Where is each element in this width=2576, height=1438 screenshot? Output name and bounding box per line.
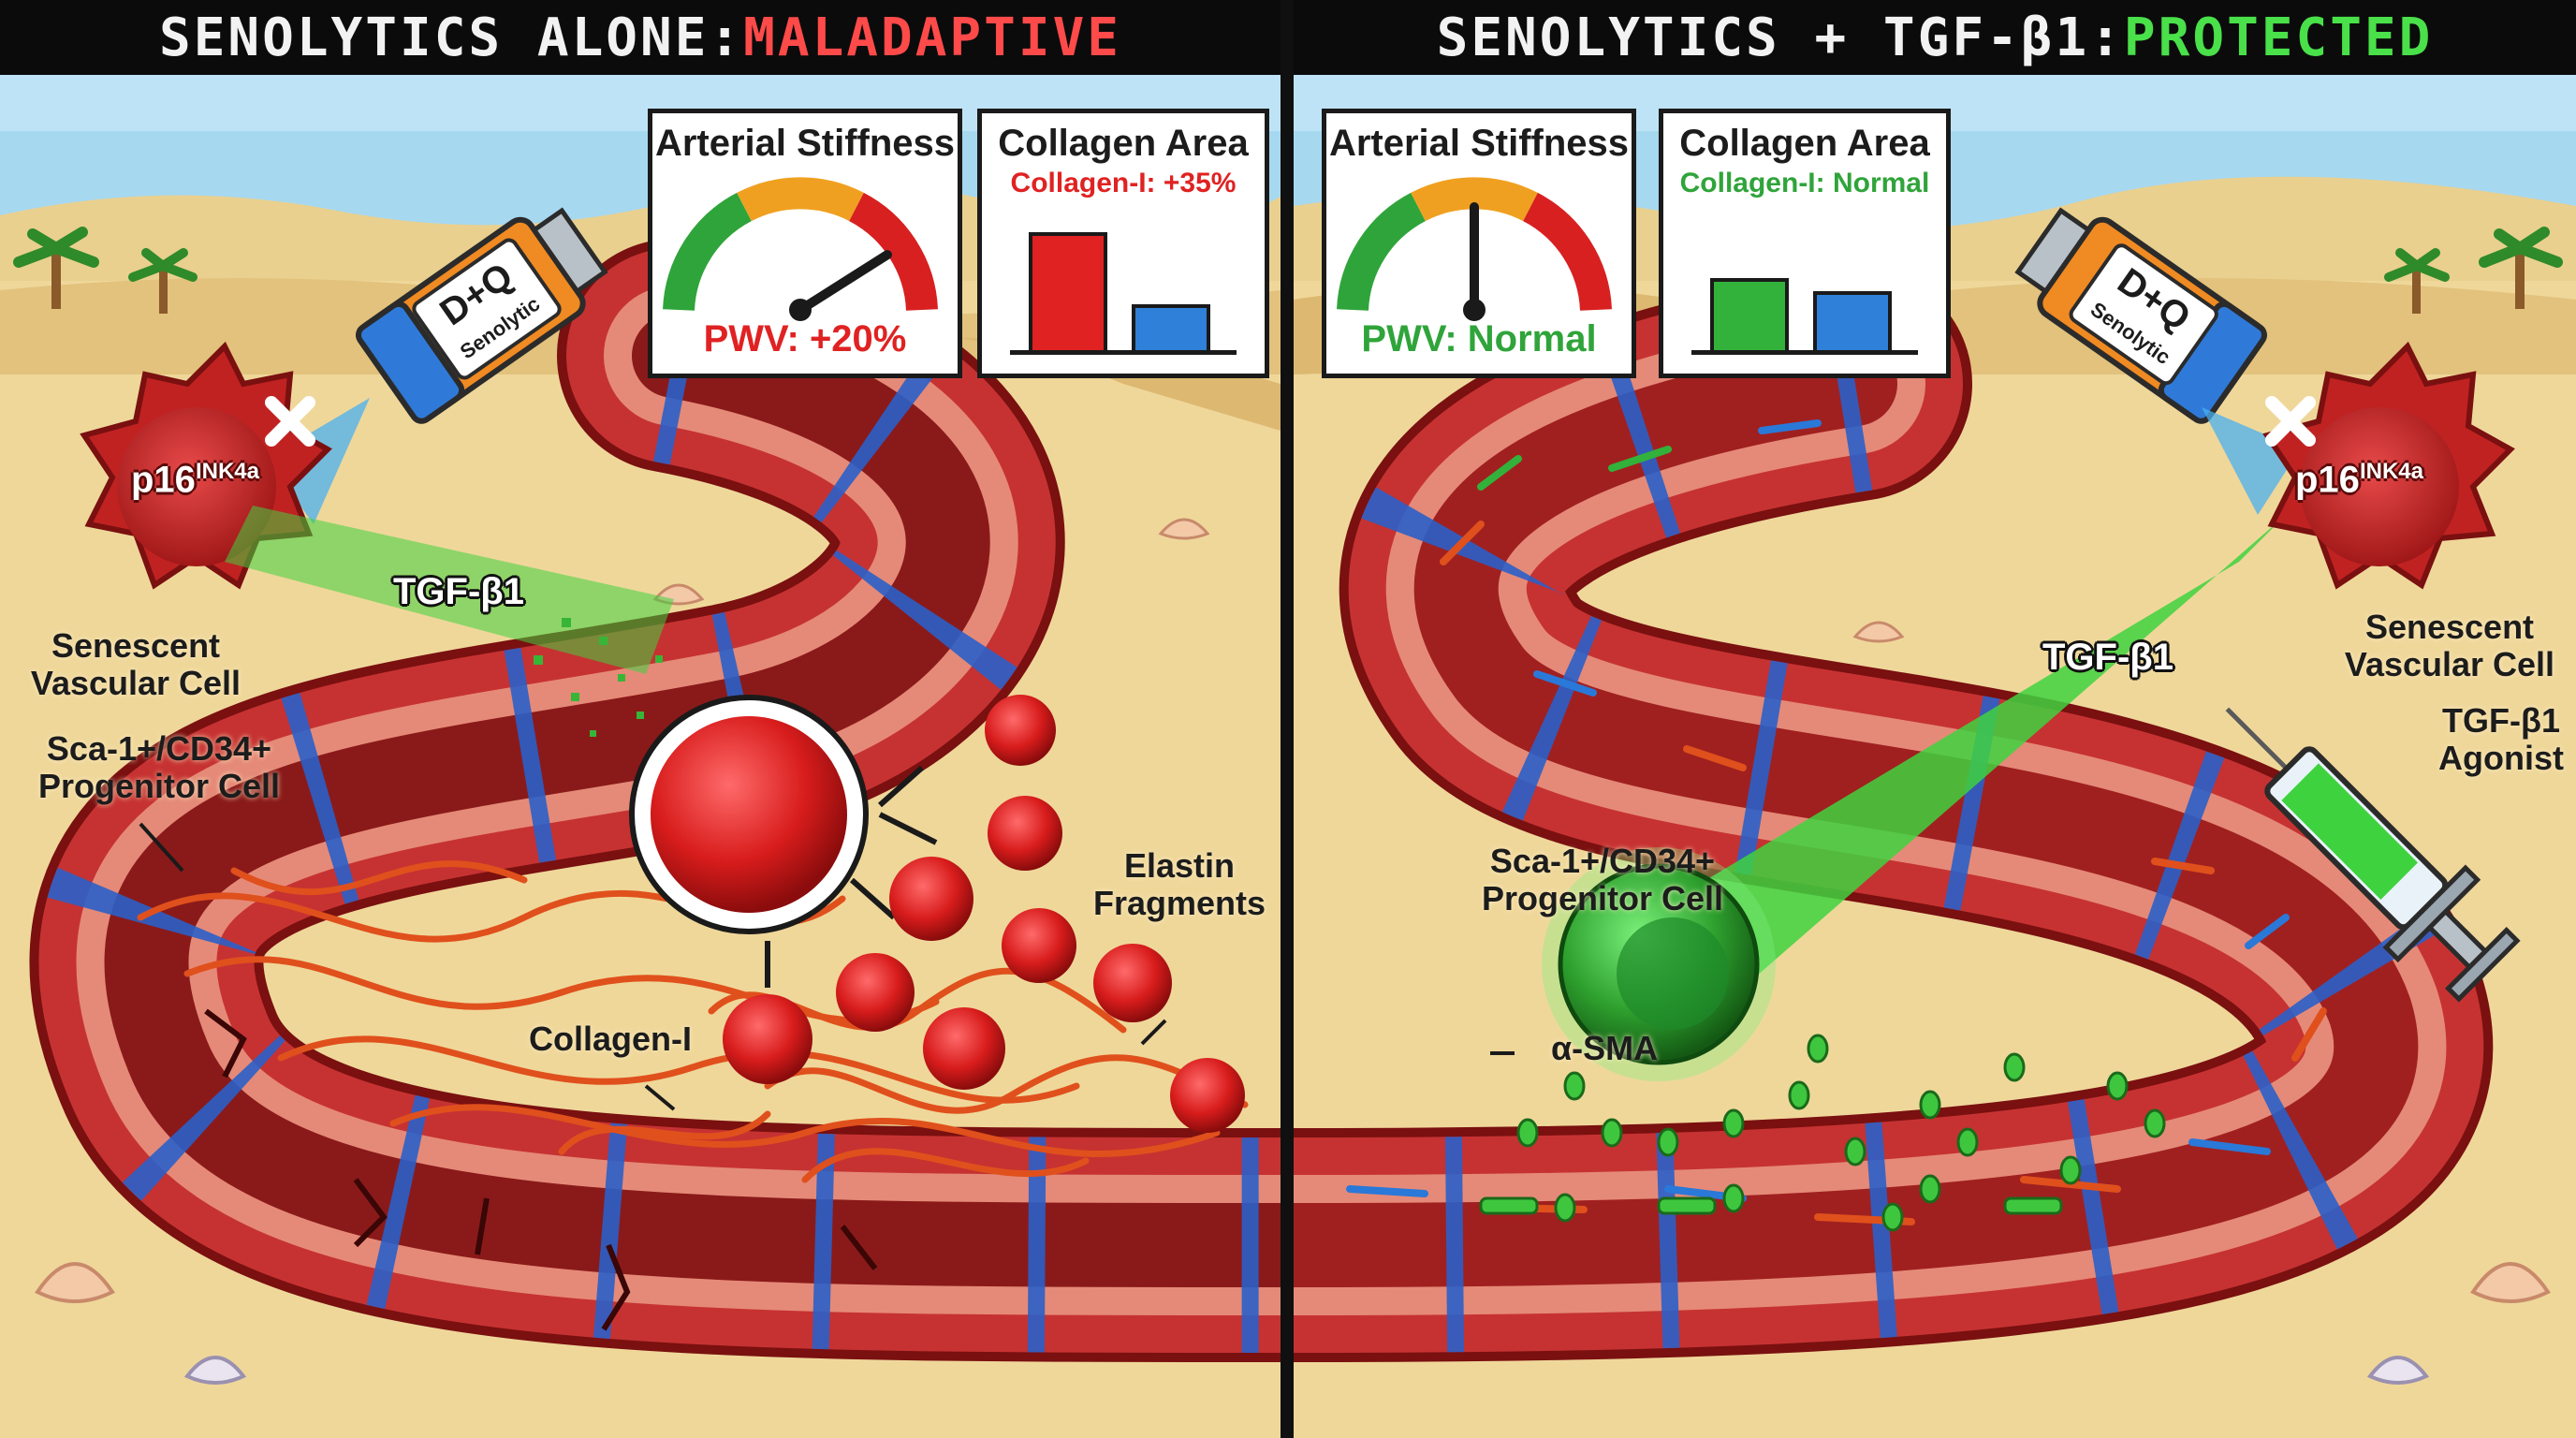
artery-vessel (29, 239, 1281, 1362)
elastin-label-left: Elastin Fragments (1092, 846, 1266, 923)
collagen-bars-left (1010, 207, 1237, 355)
tgf-label-left: TGF-β1 (393, 571, 524, 612)
syringe-icon (2225, 707, 2521, 1003)
progenitor-cell-icon (1542, 847, 1776, 1081)
spray (2202, 407, 2300, 515)
left-header: SENOLYTICS ALONE: MALADAPTIVE (0, 0, 1281, 75)
senescent-cell-icon (2262, 341, 2515, 590)
collagen-area-panel-left: Collagen Area Collagen-I: +35% (977, 109, 1269, 378)
collagen-bar (1813, 291, 1892, 350)
collagen-bar (1132, 304, 1210, 350)
collagen-bars-right (1691, 207, 1918, 355)
progenitor-label-left: Sca-1+/CD34+ Progenitor Cell (37, 729, 281, 806)
drug-bottle-icon: D+Q Senolytic (356, 207, 608, 424)
right-header-prefix: SENOLYTICS + TGF-β1: (1436, 7, 2124, 68)
asma-label-right: α-SMA (1551, 1029, 1659, 1067)
collagen-area-panel-right: Collagen Area Collagen-I: Normal (1659, 109, 1951, 378)
stiffness-gauge-right (1337, 177, 1612, 321)
left-header-prefix: SENOLYTICS ALONE: (158, 7, 744, 68)
right-scene: D+Q Senolytic (1294, 75, 2576, 1438)
stiffness-value-left: PWV: +20% (703, 318, 907, 360)
left-scene: D+Q Senolytic (0, 75, 1281, 1438)
panel-divider (1281, 0, 1294, 1438)
progenitor-cell-icon (629, 695, 869, 934)
arterial-stiffness-panel-left: Arterial Stiffness PWV: +20% (648, 109, 962, 378)
palm-tree-icon (2384, 227, 2563, 314)
right-scene-art: D+Q Senolytic (1294, 75, 2576, 1438)
blocked-x-icon (265, 396, 315, 447)
senescent-label-left: Senescent Vascular Cell (30, 626, 242, 703)
left-scene-art: D+Q Senolytic (0, 75, 1281, 1438)
tgf-beam-left (225, 506, 674, 674)
p16-marker-left: p16INK4a (131, 459, 259, 501)
drug-bottle-icon: D+Q Senolytic (2014, 207, 2267, 424)
collagen-bar (1029, 232, 1107, 350)
blocked-x-icon (2265, 396, 2316, 447)
agonist-label-right: TGF-β1 Agonist (2438, 701, 2564, 778)
collagen-title-left: Collagen Area (998, 123, 1249, 164)
tgf-beam-right (1612, 515, 2286, 1020)
palm-tree-icon (13, 227, 198, 314)
tgf-particles (534, 618, 663, 737)
progenitor-label-right: Sca-1+/CD34+ Progenitor Cell (1481, 842, 1724, 918)
stiffness-value-right: PWV: Normal (1361, 318, 1597, 360)
collagen-label-left: Collagen-I (529, 1020, 693, 1058)
right-header: SENOLYTICS + TGF-β1: PROTECTED (1294, 0, 2576, 75)
right-header-status: PROTECTED (2123, 7, 2434, 68)
collagen-bar (1710, 278, 1789, 350)
stiffness-title-left: Arterial Stiffness (654, 123, 956, 164)
p16-marker-right: p16INK4a (2295, 459, 2423, 501)
leader-lines (139, 822, 1167, 1111)
collagen-subtitle-left: Collagen-I: +35% (1010, 168, 1237, 198)
stiffness-title-right: Arterial Stiffness (1328, 123, 1630, 164)
left-header-status: MALADAPTIVE (743, 7, 1122, 68)
seashell-icon (1383, 589, 2551, 1385)
differentiation-arrows (765, 765, 938, 988)
senescent-label-right: Senescent Vascular Cell (2344, 608, 2555, 684)
tgf-label-right: TGF-β1 (2042, 637, 2174, 678)
collagen-subtitle-right: Collagen-I: Normal (1679, 168, 1930, 198)
collagen-title-right: Collagen Area (1679, 123, 1930, 164)
arterial-stiffness-panel-right: Arterial Stiffness PWV: Normal (1322, 109, 1636, 378)
myofibroblast-cells (723, 695, 1245, 1133)
stiffness-gauge-left (663, 177, 938, 321)
asma-cells (1479, 1034, 2166, 1232)
